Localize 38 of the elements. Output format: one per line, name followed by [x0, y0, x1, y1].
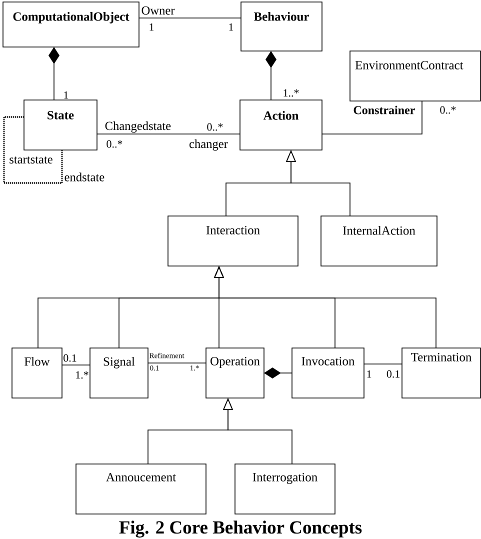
multiplicity-label: 1..* [282, 88, 300, 98]
multiplicity-label: 0.1 [386, 370, 401, 378]
class-box: Invocation [292, 348, 364, 398]
class-box: Interaction [168, 216, 298, 266]
role-label: changer [188, 138, 229, 152]
class-box: Action [240, 100, 322, 150]
composition-line [264, 368, 292, 378]
class-box: Annoucement [76, 464, 206, 514]
class-box: Flow [12, 348, 62, 398]
class-box: Operation [206, 348, 264, 398]
multiplicity-label: 0.1 [62, 354, 78, 362]
association-line [322, 100, 422, 134]
association-line [148, 362, 206, 364]
multiplicity-label: 1 [62, 90, 70, 100]
class-box: State [24, 100, 98, 150]
class-box: Signal [90, 348, 148, 398]
class-box: InternalAction [320, 216, 438, 266]
edge-label: Changedstate [104, 120, 172, 134]
class-box: Termination [402, 348, 481, 398]
composition-line [48, 47, 60, 100]
edge-label: Constrainer [352, 105, 416, 115]
caption: Fig. 2 Core Behavior Concepts [119, 520, 362, 538]
association-line [62, 364, 90, 366]
composition-line [266, 51, 276, 100]
multiplicity-label: 1 [228, 22, 234, 32]
edge-label: Owner [140, 6, 176, 16]
role-label: endstate [64, 172, 106, 182]
multiplicity-label: 1 [148, 22, 155, 32]
multiplicity-label: 1 [366, 370, 372, 378]
class-box: Behaviour [240, 2, 322, 52]
self-association-line [3, 116, 63, 184]
class-box: Interrogation [234, 464, 336, 514]
class-box: ComputationalObject [2, 2, 140, 48]
multiplicity-label: 0..* [206, 122, 224, 132]
class-box: EnvironmentContract [350, 50, 481, 102]
multiplicity-label: 0..* [106, 140, 124, 148]
role-label: startstate [8, 156, 54, 164]
multiplicity-label: 1.* [74, 370, 90, 380]
